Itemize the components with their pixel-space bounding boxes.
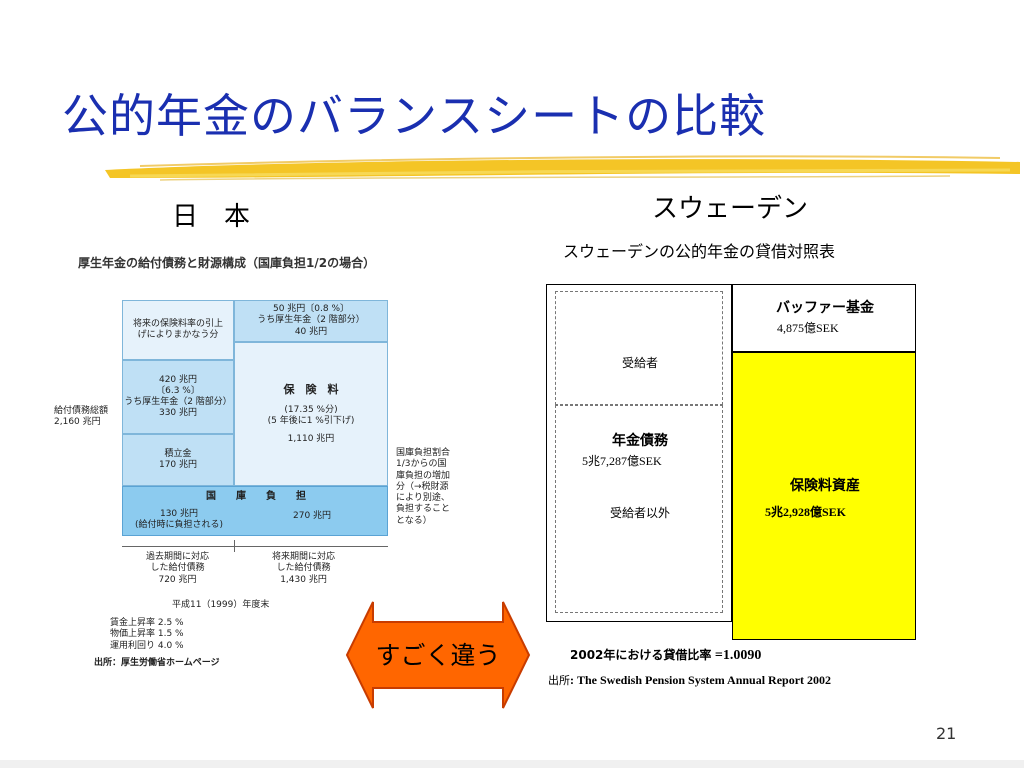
arrow-text: すごく違う	[375, 641, 501, 670]
japan-figure-title: 厚生年金の給付債務と財源構成（国庫負担1/2の場合）	[78, 256, 376, 270]
page-number: 21	[936, 724, 957, 743]
treasury-band: 国 庫 負 担 130 兆円 (給付時に負担される) 270 兆円	[122, 486, 388, 536]
treasury-left: 130 兆円 (給付時に負担される)	[134, 509, 224, 531]
buffer-fund-box: バッファー基金 4,875億SEK	[732, 284, 916, 352]
fiscal-year: 平成11（1999）年度末	[172, 600, 270, 610]
footer-bar	[0, 760, 1024, 768]
ratio-line: 2002年における貸借比率 =1.0090	[570, 648, 762, 663]
pension-debt-value: 5兆7,287億SEK	[582, 454, 662, 468]
sweden-heading: スウェーデン	[652, 194, 809, 224]
sweden-source: 出所: The Swedish Pension System Annual Re…	[548, 673, 832, 687]
future-obligation: 将来期間に対応 した給付債務 1,430 兆円	[272, 552, 336, 585]
brush-underline	[105, 155, 1020, 181]
box-420: 420 兆円 〔6.3 %〕 うち厚生年金（2 階部分） 330 兆円	[122, 360, 234, 434]
slide-title: 公的年金のバランスシートの比較	[62, 89, 767, 143]
double-arrow	[345, 601, 531, 709]
japan-source: 出所：厚生労働省ホームページ	[94, 658, 220, 668]
reserve-box: 積立金 170 兆円	[122, 434, 234, 486]
non-recipients-box: 年金債務 5兆7,287億SEK 受給者以外	[555, 405, 723, 613]
total-obligation-label: 給付債務総額 2,160 兆円	[54, 406, 109, 428]
box-50: 50 兆円〔0.8 %〕 うち厚生年金（2 階部分） 40 兆円	[234, 300, 388, 342]
recipients-box: 受給者	[555, 291, 723, 405]
pension-debt-label: 年金債務	[612, 433, 668, 449]
sweden-subtitle: スウェーデンの公的年金の貸借対照表	[563, 242, 836, 261]
bracket-tick	[234, 540, 235, 552]
side-note: 国庫負担割合1/3からの国庫負担の増加分（→税財源により別途、負担することとなる…	[396, 448, 451, 526]
premium-box: 保 険 料 (17.35 %分) (5 年後に1 %引下げ) 1,110 兆円	[234, 342, 388, 486]
future-rate-box: 将来の保険料率の引上 げによりまかなう分	[122, 300, 234, 360]
japan-heading: 日 本	[172, 202, 251, 232]
liabilities-column: 受給者 年金債務 5兆7,287億SEK 受給者以外	[546, 284, 732, 622]
bracket-line	[122, 546, 388, 547]
premium-assets-box: 保険料資産 5兆2,928億SEK	[732, 352, 916, 640]
non-recipients-label: 受給者以外	[609, 506, 670, 520]
past-obligation: 過去期間に対応 した給付債務 720 兆円	[146, 552, 210, 585]
assumptions: 賃金上昇率 2.5 % 物価上昇率 1.5 % 運用利回り 4.0 %	[110, 618, 184, 651]
japan-figure: 厚生年金の給付債務と財源構成（国庫負担1/2の場合） 給付債務総額 2,160 …	[54, 248, 482, 678]
